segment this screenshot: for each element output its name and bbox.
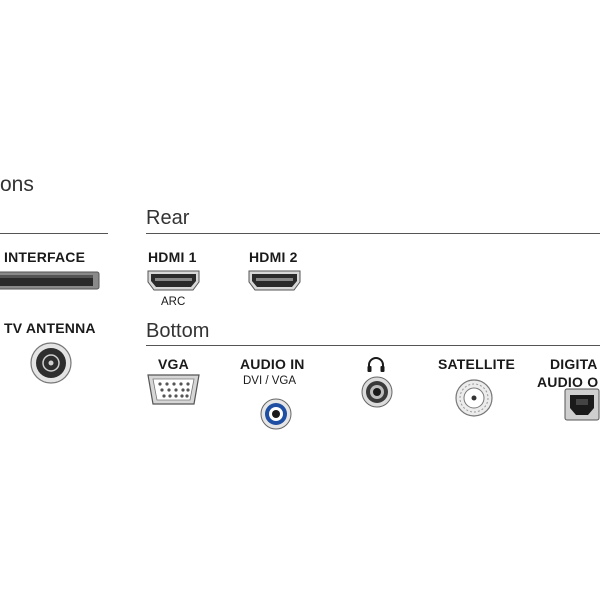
vga-port-icon bbox=[147, 374, 200, 405]
bottom-section-title: Bottom bbox=[146, 320, 210, 342]
interface-label: INTERFACE bbox=[4, 249, 86, 265]
headphone-jack-icon bbox=[361, 376, 393, 408]
coaxial-antenna-icon bbox=[30, 342, 72, 384]
audio-in-sublabel: DVI / VGA bbox=[243, 375, 297, 387]
bottom-section-rule bbox=[146, 345, 600, 346]
common-interface-slot-icon bbox=[0, 271, 100, 290]
vga-label: VGA bbox=[158, 356, 189, 372]
audio-jack-blue-icon bbox=[260, 398, 292, 430]
satellite-label: SATELLITE bbox=[438, 356, 515, 372]
rear-section-rule bbox=[146, 233, 600, 234]
hdmi2-label: HDMI 2 bbox=[249, 249, 298, 265]
optical-audio-port-icon bbox=[564, 388, 600, 421]
satellite-f-connector-icon bbox=[455, 379, 493, 417]
hdmi2-port-icon bbox=[248, 270, 301, 291]
tv-antenna-label: TV ANTENNA bbox=[4, 320, 96, 336]
digital-audio-label-line2: AUDIO O bbox=[537, 374, 599, 390]
hdmi1-port-icon bbox=[147, 270, 200, 291]
hdmi1-arc-sublabel: ARC bbox=[161, 296, 186, 308]
digital-audio-label-line1: DIGITA bbox=[550, 356, 598, 372]
page-title: ons bbox=[0, 173, 34, 196]
side-section-rule bbox=[0, 233, 108, 234]
hdmi1-label: HDMI 1 bbox=[148, 249, 197, 265]
rear-section-title: Rear bbox=[146, 207, 190, 229]
audio-in-label: AUDIO IN bbox=[240, 356, 305, 372]
headphone-icon bbox=[367, 357, 385, 372]
